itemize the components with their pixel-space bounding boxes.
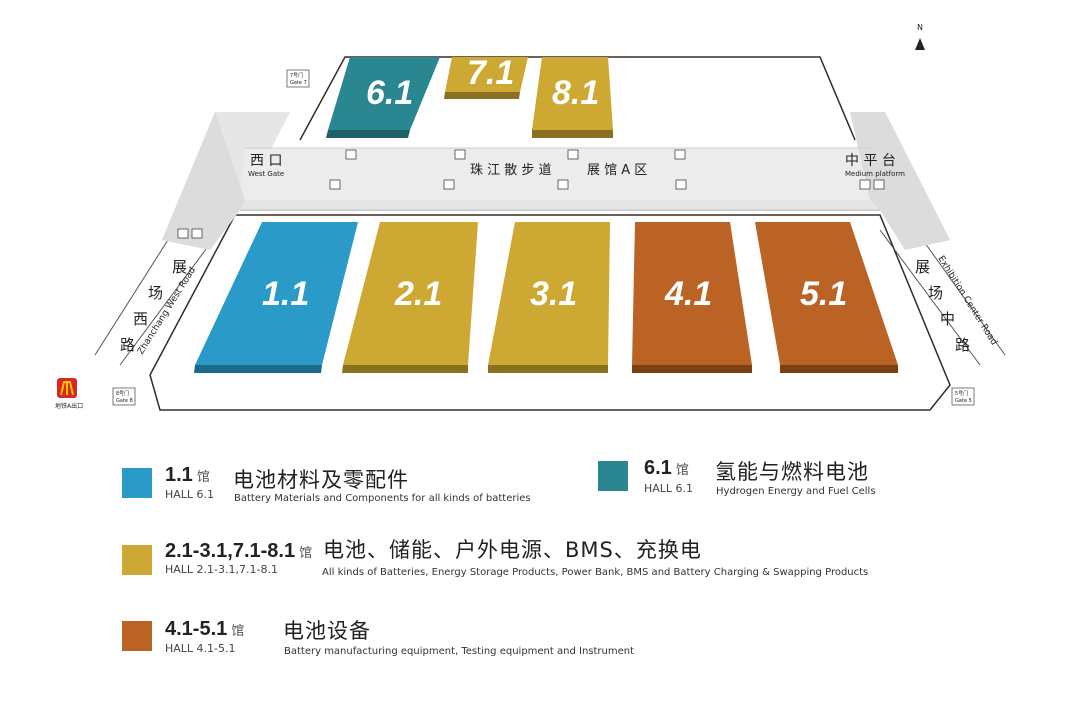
- hall-8-1[interactable]: 8.1: [532, 57, 613, 138]
- legend-swatch-teal: [598, 461, 628, 491]
- venue-map: 6.1 7.1 8.1 1.1 2.1 3.1 4.1 5.1 西 口 West…: [55, 23, 1006, 411]
- gate-7-cn: 7号门: [290, 72, 303, 79]
- road-west-char-2: 场: [148, 284, 163, 302]
- road-west-char-4: 路: [120, 336, 135, 354]
- road-center-char-2: 场: [928, 284, 943, 302]
- legend-2-en: Hydrogen Energy and Fuel Cells: [716, 486, 876, 497]
- hall-7-1-label: 7.1: [467, 54, 514, 92]
- north-arrow-icon: [915, 38, 925, 50]
- area-a-label: 展 馆 A 区: [587, 163, 647, 178]
- gate-5-cn: 5号门: [955, 390, 968, 397]
- compass-north-label: N: [917, 23, 923, 32]
- hall-5-1-label: 5.1: [800, 275, 847, 313]
- gate-8[interactable]: 8号门 Gate 8: [112, 387, 136, 406]
- legend-swatch-orange: [122, 621, 152, 651]
- medium-platform-label: 中 平 台: [845, 153, 896, 169]
- gate-8-en: Gate 8: [116, 398, 133, 404]
- road-west-char-3: 西: [133, 310, 148, 328]
- compass: N: [915, 23, 925, 50]
- legend-4-en: Battery manufacturing equipment, Testing…: [284, 646, 635, 657]
- gate-7-en: Gate 7: [290, 80, 307, 86]
- legend-2-hall: HALL 6.1: [644, 482, 694, 495]
- legend-3-hall: HALL 2.1-3.1,7.1-8.1: [165, 563, 278, 576]
- hall-4-1[interactable]: 4.1: [632, 222, 752, 373]
- hall-6-1[interactable]: 6.1: [326, 57, 440, 138]
- legend-1-cn: 电池材料及零配件: [233, 468, 409, 492]
- legend-3-cn: 电池、储能、户外电源、BMS、充换电: [323, 538, 702, 562]
- gate-5[interactable]: 5号门 Gate 5: [951, 387, 975, 406]
- hall-3-1[interactable]: 3.1: [488, 222, 610, 373]
- road-center-en-label: Exhibition Center Road: [935, 254, 998, 347]
- promenade-walkway: [162, 112, 950, 250]
- road-center-char-1: 展: [915, 258, 930, 276]
- hall-6-1-label: 6.1: [366, 74, 413, 112]
- hall-1-1[interactable]: 1.1: [194, 222, 358, 373]
- promenade-label: 珠 江 散 步 道: [470, 163, 552, 178]
- hall-2-1[interactable]: 2.1: [342, 222, 478, 373]
- hall-1-1-label: 1.1: [262, 275, 309, 313]
- legend-4-hall: HALL 4.1-5.1: [165, 642, 236, 655]
- gate-5-en: Gate 5: [955, 398, 972, 404]
- west-gate-en-label: West Gate: [248, 170, 284, 178]
- hall-7-1[interactable]: 7.1: [444, 54, 528, 99]
- hall-3-1-label: 3.1: [530, 275, 577, 313]
- hall-2-1-label: 2.1: [394, 275, 442, 313]
- road-west-char-1: 展: [172, 258, 187, 276]
- metro-exit[interactable]: 地铁A出口: [55, 378, 83, 410]
- medium-platform-en-label: Medium platform: [845, 170, 905, 178]
- legend-swatch-blue: [122, 468, 152, 498]
- hall-4-1-label: 4.1: [664, 275, 712, 313]
- metro-exit-label: 地铁A出口: [55, 402, 83, 410]
- legend-1-en: Battery Materials and Components for all…: [234, 493, 531, 504]
- gate-7[interactable]: 7号门 Gate 7: [286, 69, 310, 88]
- legend-1-hall: HALL 6.1: [165, 488, 215, 501]
- legend-4-cn: 电池设备: [283, 619, 371, 643]
- hall-8-1-label: 8.1: [552, 74, 599, 112]
- gate-8-cn: 8号门: [116, 390, 129, 397]
- legend-3-en: All kinds of Batteries, Energy Storage P…: [322, 567, 869, 578]
- legend-swatch-gold: [122, 545, 152, 575]
- legend-2-cn: 氢能与燃料电池: [715, 460, 869, 484]
- walkway-markers: [177, 149, 885, 239]
- road-center-line-a: [879, 229, 981, 366]
- west-gate-label: 西 口: [250, 153, 282, 169]
- road-center-char-3: 中: [940, 310, 955, 328]
- hall-5-1[interactable]: 5.1: [755, 222, 898, 373]
- road-center-char-4: 路: [955, 336, 970, 354]
